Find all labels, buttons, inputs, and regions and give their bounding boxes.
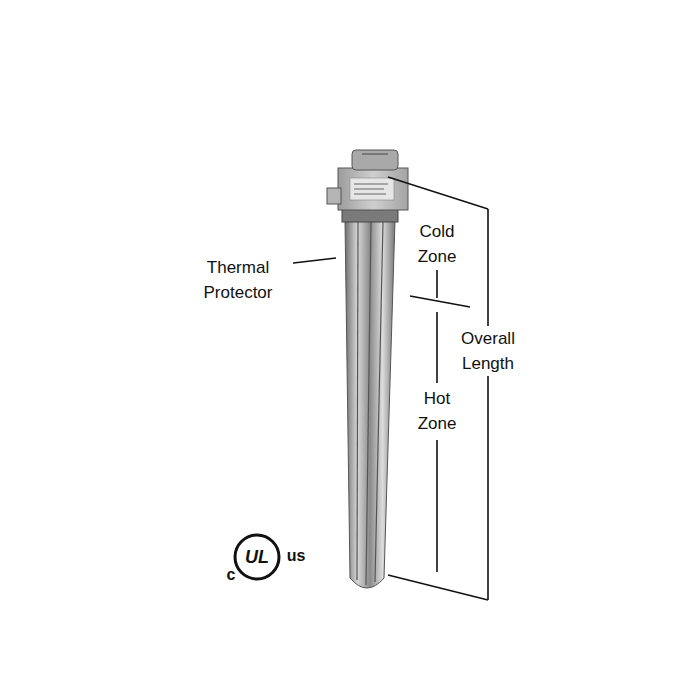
dimension-line	[436, 440, 438, 572]
nameplate	[350, 178, 394, 200]
heating-element	[345, 220, 395, 588]
terminal-housing	[338, 168, 408, 210]
cap-detail	[362, 153, 388, 155]
extension-line	[388, 575, 488, 600]
certification-mark: us	[283, 546, 309, 566]
tube-edge	[375, 222, 383, 582]
dimension-line	[487, 209, 489, 600]
certification-mark: UL	[240, 546, 274, 568]
dimension-label: Overall Length	[450, 326, 526, 376]
housing-cap	[352, 150, 398, 170]
tube-edge	[366, 222, 371, 585]
housing-bracket	[327, 188, 341, 204]
zone-label: Hot Zone	[407, 386, 467, 436]
dimension-line	[436, 312, 438, 383]
dimension-line	[436, 270, 438, 298]
nameplate-mark	[354, 194, 386, 195]
part-label: Thermal Protector	[183, 255, 293, 305]
zone-divider	[410, 296, 470, 307]
tube-edge	[357, 222, 358, 580]
nameplate-mark	[354, 189, 384, 190]
certification-mark: c	[223, 566, 239, 584]
nameplate-mark	[354, 184, 388, 185]
certification-ring	[235, 535, 279, 579]
zone-label: Cold Zone	[407, 219, 467, 269]
extension-line	[388, 177, 488, 209]
